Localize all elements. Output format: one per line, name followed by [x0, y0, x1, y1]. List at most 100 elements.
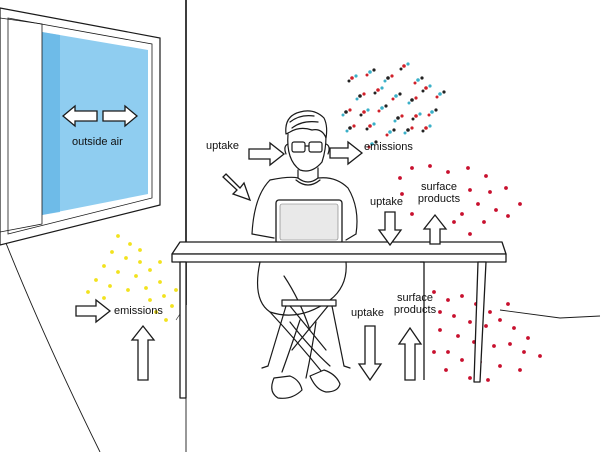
molecule-atom: [355, 97, 359, 101]
molecule-atom: [414, 96, 418, 100]
yellow-particle: [148, 268, 152, 272]
yellow-particle: [148, 298, 152, 302]
red-particle: [438, 310, 442, 314]
molecule-atom: [352, 124, 356, 128]
red-particle: [482, 220, 486, 224]
yellow-particle: [164, 318, 168, 322]
red-particle: [400, 192, 404, 196]
red-particle: [468, 188, 472, 192]
molecule-atom: [345, 129, 349, 133]
yellow-particle: [144, 286, 148, 290]
yellow-particle: [134, 274, 138, 278]
molecule-atom: [418, 112, 422, 116]
molecule-atom: [442, 90, 446, 94]
yellow-particle: [86, 290, 90, 294]
molecule-atom: [414, 114, 418, 118]
red-particle: [506, 302, 510, 306]
red-particle: [504, 186, 508, 190]
down-arrow-icon: [357, 211, 403, 382]
molecule-atom: [368, 70, 372, 74]
yellow-particles: [86, 234, 178, 322]
red-particle: [518, 368, 522, 372]
red-particle: [488, 190, 492, 194]
molecule-atom: [406, 62, 410, 66]
uptake-floor-label: uptake: [351, 307, 385, 319]
molecule-atom: [428, 124, 432, 128]
molecule-atom: [416, 78, 420, 82]
molecule-atom: [390, 74, 394, 78]
red-particle: [452, 314, 456, 318]
red-particle: [488, 310, 492, 314]
red-particle: [506, 214, 510, 218]
molecule-atom: [394, 94, 398, 98]
molecule-atom: [421, 129, 425, 133]
molecule-atom: [373, 91, 377, 95]
yellow-particle: [138, 248, 142, 252]
window-glass: [42, 32, 148, 215]
red-particle: [410, 212, 414, 216]
surface-products-top-line1: surface: [420, 181, 458, 193]
red-particle: [468, 376, 472, 380]
yellow-particle: [158, 280, 162, 284]
yellow-particle: [128, 242, 132, 246]
red-particle: [444, 368, 448, 372]
molecule-atom: [430, 110, 434, 114]
yellow-particle: [154, 310, 158, 314]
emissions-left-label: emissions: [114, 305, 163, 317]
red-particle: [410, 166, 414, 170]
molecule-atom: [403, 131, 407, 135]
red-particle: [508, 342, 512, 346]
molecule-atom: [354, 74, 358, 78]
molecule-atom: [368, 124, 372, 128]
surface-products-top-line2: products: [417, 193, 461, 205]
yellow-particle: [158, 260, 162, 264]
right-arrow-icon: [75, 140, 364, 324]
molecule-atom: [402, 64, 406, 68]
yellow-particle: [94, 278, 98, 282]
yellow-particle: [162, 294, 166, 298]
molecule-atom: [384, 104, 388, 108]
molecule-atom: [421, 89, 425, 93]
molecule-atom: [341, 113, 345, 117]
molecule-atom: [376, 88, 380, 92]
yellow-particle: [102, 296, 106, 300]
red-particle: [494, 208, 498, 212]
surface-products-floor-line2: products: [393, 304, 437, 316]
molecule-atom: [413, 81, 417, 85]
molecule-atom: [380, 106, 384, 110]
red-particle: [476, 202, 480, 206]
person: [251, 110, 358, 241]
yellow-particle: [170, 304, 174, 308]
red-particle: [460, 212, 464, 216]
red-particle: [468, 232, 472, 236]
surface-products-floor-line1: surface: [396, 292, 434, 304]
yellow-particle: [126, 288, 130, 292]
molecule-atom: [411, 117, 415, 121]
desk: [171, 241, 507, 399]
double-arrow-icon: [61, 104, 139, 128]
surface-products-floor-label: surface products: [390, 292, 440, 316]
red-particle: [538, 354, 542, 358]
molecule-atom: [424, 126, 428, 130]
diagonal-arrow-icon: [222, 173, 252, 202]
red-particle: [522, 350, 526, 354]
molecule-atom: [427, 113, 431, 117]
red-particle: [466, 166, 470, 170]
molecule-atom: [399, 67, 403, 71]
molecule-atom: [424, 86, 428, 90]
molecule-atom: [372, 68, 376, 72]
molecule-atom: [438, 92, 442, 96]
molecule-atom: [400, 114, 404, 118]
molecule-atom: [391, 97, 395, 101]
molecule-atom: [420, 76, 424, 80]
molecule-atom: [348, 108, 352, 112]
molecule-atom: [385, 133, 389, 137]
uptake-desk-label: uptake: [370, 196, 404, 208]
red-particle: [498, 318, 502, 322]
yellow-particle: [174, 288, 178, 292]
molecule-atom: [374, 140, 378, 144]
outside-air-label: outside air: [72, 136, 123, 148]
red-particle: [498, 364, 502, 368]
molecule-atom: [367, 145, 371, 149]
